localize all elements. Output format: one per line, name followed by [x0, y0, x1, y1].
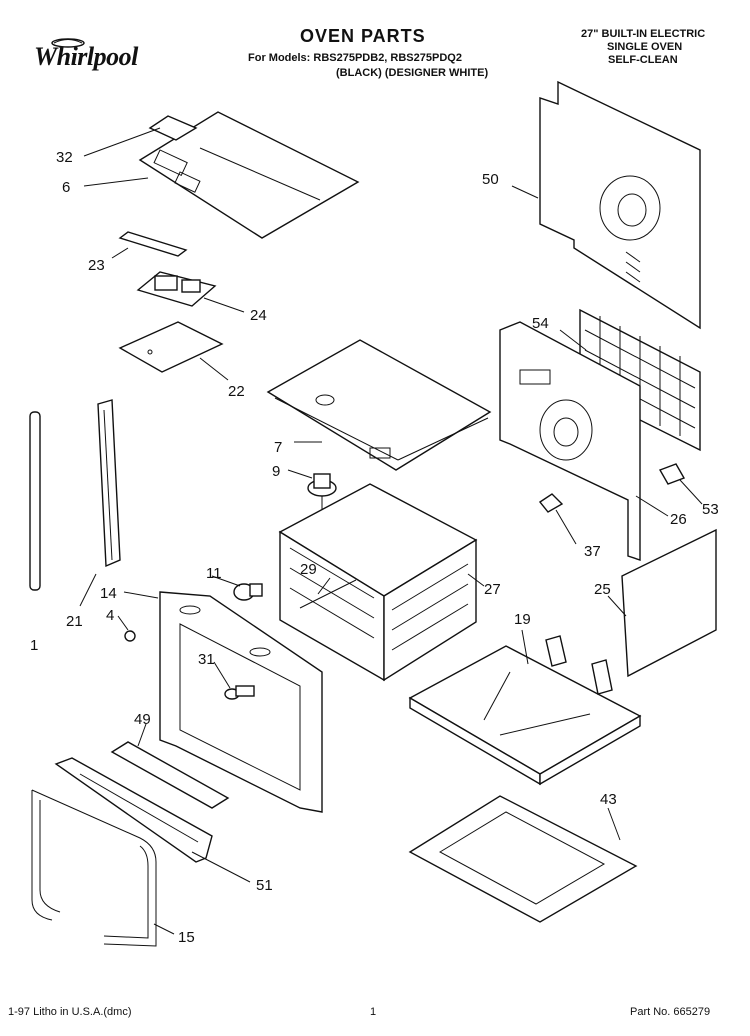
callout-21: 21: [66, 613, 83, 630]
callout-26: 26: [670, 511, 687, 528]
spec-line-3: SELF-CLEAN: [608, 54, 678, 66]
part-7-top-shield: [266, 339, 492, 471]
part-27-oven-cavity: [278, 483, 478, 682]
callout-14: 14: [100, 585, 117, 602]
callout-11: 11: [206, 565, 222, 582]
model-numbers: For Models: RBS275PDB2, RBS275PDQ2: [248, 52, 462, 64]
callout-50: 50: [482, 171, 499, 188]
part-31-latch: [224, 685, 255, 700]
callout-9: 9: [272, 463, 280, 480]
callout-labels: 32 6 23 24 22 50 54 7 9 53 26 21 1 37 11…: [30, 149, 719, 946]
part-32-bracket: [148, 115, 198, 141]
callout-22: 22: [228, 383, 245, 400]
brand-wordmark: Whirlpool: [34, 42, 138, 71]
part-15-gasket: [31, 789, 157, 947]
footer-litho: 1-97 Litho in U.S.A.(dmc): [8, 1006, 132, 1018]
callout-1: 1: [30, 637, 38, 654]
part-23-bracket: [118, 231, 188, 257]
callout-4: 4: [106, 607, 114, 624]
callout-7: 7: [274, 439, 282, 456]
part-24-switch: [136, 271, 217, 307]
part-4-screw: [124, 630, 136, 642]
spec-line-1: 27" BUILT-IN ELECTRIC: [581, 28, 706, 40]
callout-43: 43: [600, 791, 617, 808]
callout-49: 49: [134, 711, 151, 728]
part-53-clip: [658, 463, 686, 485]
callout-15: 15: [178, 929, 195, 946]
footer-page-number: 1: [370, 1006, 377, 1018]
model-variants: (BLACK) (DESIGNER WHITE): [336, 67, 489, 79]
callout-51: 51: [256, 877, 273, 894]
part-49-vent: [110, 741, 230, 809]
callout-29: 29: [300, 561, 317, 578]
leader-lines: [79, 127, 703, 935]
page-title: OVEN PARTS: [300, 26, 426, 46]
whirlpool-logo-icon: [51, 38, 85, 48]
spec-line-2: SINGLE OVEN: [607, 41, 683, 53]
part-22-plate: [118, 321, 224, 373]
callout-37: 37: [584, 543, 601, 560]
callout-27: 27: [484, 581, 501, 598]
callout-19: 19: [514, 611, 531, 628]
part-25-side-panel: [621, 528, 717, 678]
callout-54: 54: [532, 315, 549, 332]
part-50-rear-panel: [539, 80, 701, 330]
callout-23: 23: [88, 257, 105, 274]
whirlpool-logo: Whirlpool: [28, 34, 156, 82]
callout-53: 53: [702, 501, 719, 518]
part-9-sensor: [307, 473, 337, 540]
callout-25: 25: [594, 581, 611, 598]
callout-24: 24: [250, 307, 267, 324]
part-43-bottom-tray: [408, 795, 638, 923]
part-21-side-trim: [97, 399, 121, 568]
part-51-door-trim: [54, 757, 213, 863]
callout-6: 6: [62, 179, 70, 196]
part-37-clip: [538, 493, 564, 513]
part-1-rod: [29, 411, 41, 591]
part-19-bottom-shield: [408, 635, 642, 786]
part-29-bolt: [317, 577, 331, 595]
part-54-rear-frame: [499, 321, 641, 561]
part-14-front-frame: [159, 591, 323, 813]
callout-32: 32: [56, 149, 73, 166]
callout-31: 31: [198, 651, 215, 668]
part-11-knob: [233, 583, 263, 601]
footer-part-number: Part No. 665279: [630, 1006, 711, 1018]
